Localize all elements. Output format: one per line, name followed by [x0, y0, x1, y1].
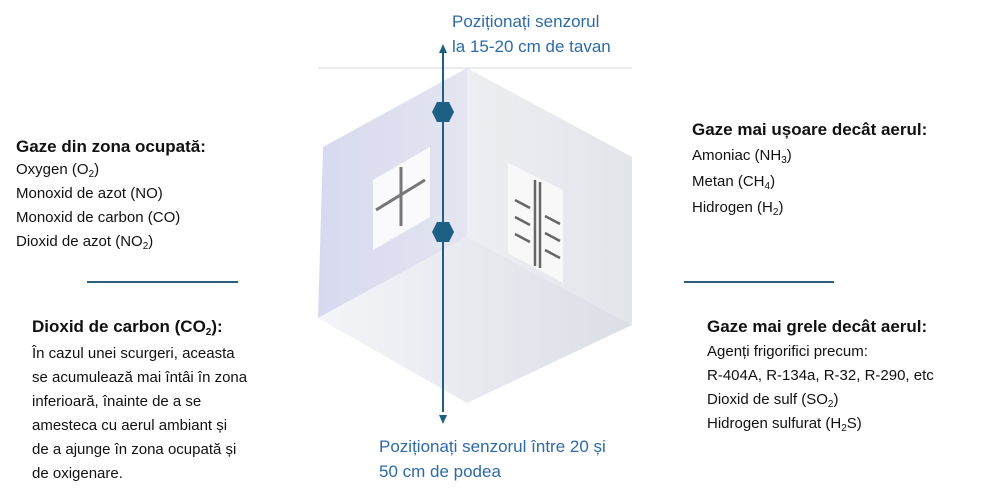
- floor-instruction: Poziționați senzorul între 20 și 50 cm d…: [379, 434, 606, 484]
- floor-instruction-line1: Poziționați senzorul între 20 și: [379, 437, 606, 456]
- ceiling-instruction-line2: la 15-20 cm de tavan: [452, 37, 611, 56]
- radiator-icon: [514, 180, 561, 268]
- heavier-gases-title: Gaze mai grele decât aerul:: [707, 317, 928, 336]
- gas-item: R-404A, R-134a, R-32, R-290, etc: [707, 367, 934, 384]
- floor-instruction-line2: 50 cm de podea: [379, 462, 501, 481]
- co2-title: Dioxid de carbon (CO2):: [32, 317, 223, 338]
- gas-item: Monoxid de carbon (CO): [16, 209, 181, 226]
- gas-item: Hidrogen sulfurat (H2S): [707, 415, 862, 434]
- co2-block: Dioxid de carbon (CO2): În cazul unei sc…: [32, 316, 247, 486]
- left-window-frame: [375, 167, 426, 226]
- gas-item: Oxygen (O2): [16, 161, 100, 180]
- gas-item: Dioxid de sulf (SO2): [707, 391, 839, 410]
- co2-description-line: amesteca cu aerul ambiant și: [32, 417, 228, 434]
- gas-item: Hidrogen (H2): [692, 199, 784, 218]
- ceiling-instruction: Poziționați senzorul la 15-20 cm de tava…: [452, 9, 611, 59]
- occupied-zone-block: Gaze din zona ocupată: Oxygen (O2) Monoxi…: [16, 136, 206, 254]
- lighter-gases-block: Gaze mai ușoare decât aerul: Amoniac (NH…: [692, 119, 927, 221]
- heavier-gases-block: Gaze mai grele decât aerul: Agenți frigo…: [707, 316, 934, 436]
- floor: [318, 237, 632, 403]
- ceiling-instruction-line1: Poziționați senzorul: [452, 12, 600, 31]
- gas-item: Monoxid de azot (NO): [16, 185, 163, 202]
- co2-description-line: se acumulează mai întâi în zona: [32, 369, 248, 386]
- ceiling-sensor-icon: [432, 102, 454, 122]
- gas-item: Dioxid de azot (NO2): [16, 233, 154, 252]
- gas-item: Agenți frigorifici precum:: [707, 343, 868, 360]
- lighter-gases-title: Gaze mai ușoare decât aerul:: [692, 120, 928, 139]
- divider-left: [87, 281, 238, 283]
- floor-sensor-icon: [432, 222, 454, 242]
- occupied-zone-title: Gaze din zona ocupată:: [16, 137, 206, 156]
- co2-description-line: de oxigenare.: [32, 465, 123, 482]
- co2-description-line: inferioară, înainte de a se: [32, 393, 202, 410]
- co2-description-line: de a ajunge în zona ocupată și: [32, 441, 237, 458]
- gas-item: Amoniac (NH3): [692, 147, 792, 166]
- gas-item: Metan (CH4): [692, 173, 776, 192]
- divider-right: [684, 281, 834, 283]
- up-arrow-icon: [439, 44, 447, 53]
- co2-description-line: În cazul unei scurgeri, aceasta: [32, 345, 235, 362]
- down-arrow-icon: [439, 415, 447, 424]
